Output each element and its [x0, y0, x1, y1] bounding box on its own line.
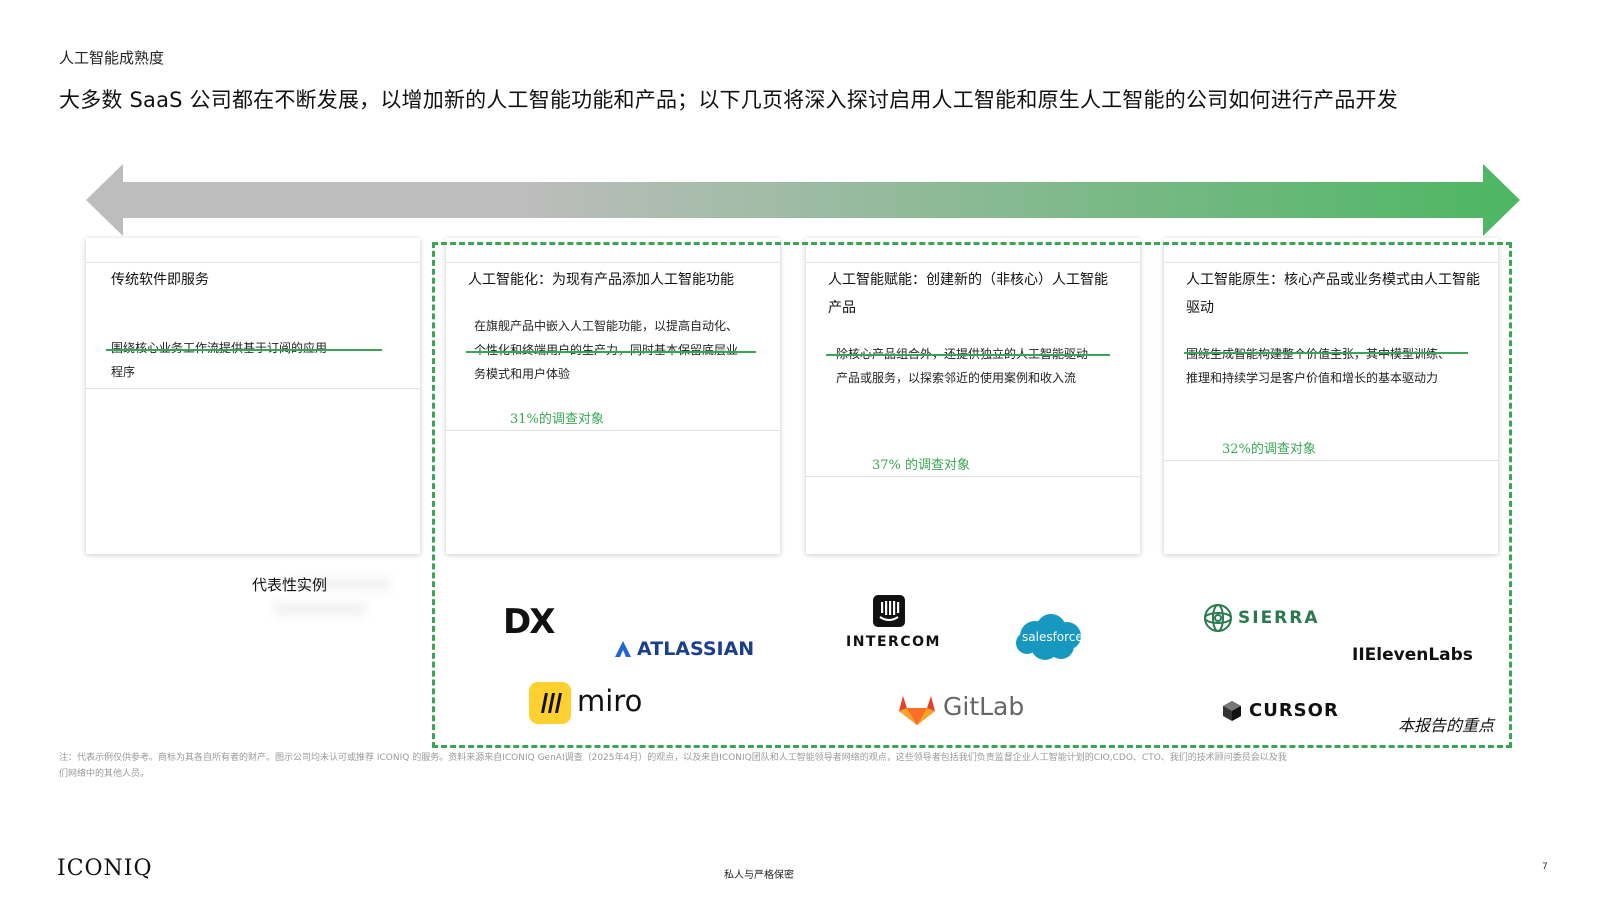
gitlab-fox-icon	[898, 690, 936, 726]
stage-desc-line1: 围绕核心业务工作流提供基于订阅的应用	[111, 341, 328, 355]
stage-desc-line2: 程序	[111, 365, 136, 379]
stage-desc-line2: 推理和持续学习是客户价值和增长的基本驱动力	[1186, 371, 1439, 385]
logo-cursor: CURSOR	[1249, 700, 1339, 721]
survey-share: 37% 的调查对象	[872, 458, 971, 473]
stage-title: 人工智能化：为现有产品添加人工智能功能	[468, 272, 734, 288]
survey-share: 31%的调查对象	[510, 412, 604, 427]
logo-intercom: INTERCOM	[846, 634, 941, 650]
stage-desc-line2: 个性化和终端用户的生产力，同时基本保留底层业	[474, 343, 739, 357]
logo-atlassian: ATLASSIAN	[637, 638, 755, 660]
survey-share: 32%的调查对象	[1222, 442, 1316, 457]
logo-dx: DX	[503, 602, 555, 642]
card-divider	[806, 476, 1140, 477]
section-label: 人工智能成熟度	[59, 49, 165, 67]
atlassian-icon	[614, 640, 632, 658]
strike-line	[466, 351, 756, 353]
strike-line	[106, 349, 382, 351]
miro-icon	[529, 682, 571, 724]
stage-title-line2: 驱动	[1186, 300, 1214, 316]
page-number: 7	[1542, 862, 1548, 872]
card-divider	[446, 430, 780, 431]
strike-line	[1184, 352, 1468, 354]
stage-title-line2: 产品	[828, 300, 856, 316]
stage-card-traditional-saas: 传统软件即服务 围绕核心业务工作流提供基于订阅的应用 程序	[86, 238, 420, 554]
sierra-icon	[1202, 602, 1234, 634]
stage-card-ai-native: 人工智能原生：核心产品或业务模式由人工智能 驱动 围绕生成智能构建整个价值主张，…	[1164, 238, 1498, 554]
stage-desc-line1: 在旗舰产品中嵌入人工智能功能，以提高自动化、	[474, 319, 739, 333]
report-focus-box	[432, 242, 1512, 748]
logo-salesforce: salesforce	[1022, 630, 1083, 644]
blurred-text	[275, 603, 365, 615]
stage-title: 传统软件即服务	[111, 272, 209, 288]
report-focus-label: 本报告的重点	[1398, 716, 1495, 735]
stage-desc-line2: 产品或服务，以探索邻近的使用案例和收入流	[836, 371, 1077, 385]
logo-sierra: SIERRA	[1238, 608, 1320, 628]
stage-title: 人工智能原生：核心产品或业务模式由人工智能	[1186, 272, 1480, 288]
stage-title: 人工智能赋能：创建新的（非核心）人工智能	[828, 272, 1108, 288]
card-divider	[86, 388, 420, 389]
logo-miro: miro	[577, 684, 643, 718]
logo-gitlab: GitLab	[943, 692, 1025, 721]
stage-desc-line3: 务模式和用户体验	[474, 367, 571, 381]
card-header-strip	[86, 238, 420, 263]
maturity-arrow	[86, 162, 1520, 238]
strike-line	[826, 354, 1110, 356]
stage-desc-line1: 围绕生成智能构建整个价值主张，其中模型训练、	[1186, 347, 1451, 361]
confidentiality-notice: 私人与严格保密	[724, 870, 794, 881]
page-headline: 大多数 SaaS 公司都在不断发展，以增加新的人工智能功能和产品；以下几页将深入…	[59, 88, 1398, 112]
card-divider	[1164, 460, 1498, 461]
blurred-text	[290, 578, 390, 590]
stage-card-ai-enabled: 人工智能赋能：创建新的（非核心）人工智能 产品 除核心产品组合外，还提供独立的人…	[806, 238, 1140, 554]
salesforce-cloud-icon	[1013, 612, 1085, 664]
intercom-icon	[873, 595, 905, 627]
logo-elevenlabs: IIElevenLabs	[1352, 645, 1473, 665]
examples-label: 代表性实例	[252, 576, 328, 594]
footnote: 注：代表示例仅供参考。商标为其各自所有者的财产。图示公司均未认可或推荐 ICON…	[59, 753, 1287, 779]
brand-logo: ICONIQ	[57, 856, 153, 881]
cursor-cube-icon	[1221, 700, 1243, 722]
